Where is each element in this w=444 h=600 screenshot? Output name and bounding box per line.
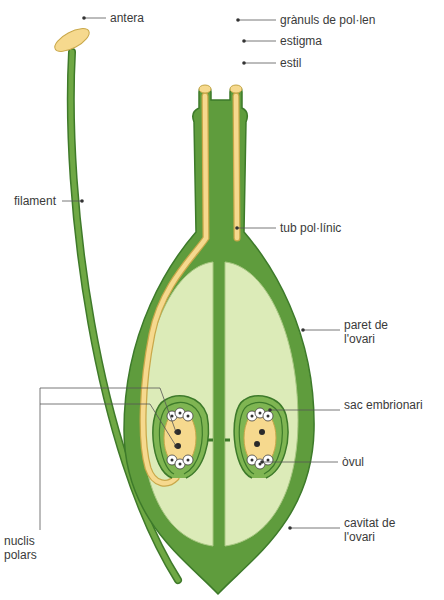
- part-label: grànuls de pol·len: [280, 13, 440, 27]
- pollen-grain: [230, 85, 242, 93]
- pistil-shape: [124, 86, 314, 594]
- pollen-grain: [199, 85, 211, 93]
- part-label: òvul: [342, 455, 422, 469]
- part-label: tub pol·línic: [280, 221, 400, 235]
- part-label: estigma: [280, 34, 400, 48]
- part-label: filament: [14, 194, 74, 208]
- ovule-left: [153, 396, 213, 478]
- ovule-right: [225, 396, 288, 478]
- ovary-cavity: [142, 262, 213, 546]
- pollen-tube: [236, 96, 237, 238]
- part-label: cavitat de l'ovari: [344, 516, 424, 544]
- part-label: sac embrionari: [344, 398, 424, 412]
- part-label: paret de l'ovari: [344, 318, 414, 346]
- part-label: nuclis polars: [4, 534, 64, 562]
- leader-lines: [40, 18, 340, 530]
- ovary-cavity: [225, 262, 298, 546]
- leader-dots: [80, 16, 305, 530]
- part-label: antera: [110, 11, 230, 25]
- pollen-tube: [236, 96, 237, 238]
- part-label: estil: [280, 56, 400, 70]
- anther-shape: [51, 24, 92, 56]
